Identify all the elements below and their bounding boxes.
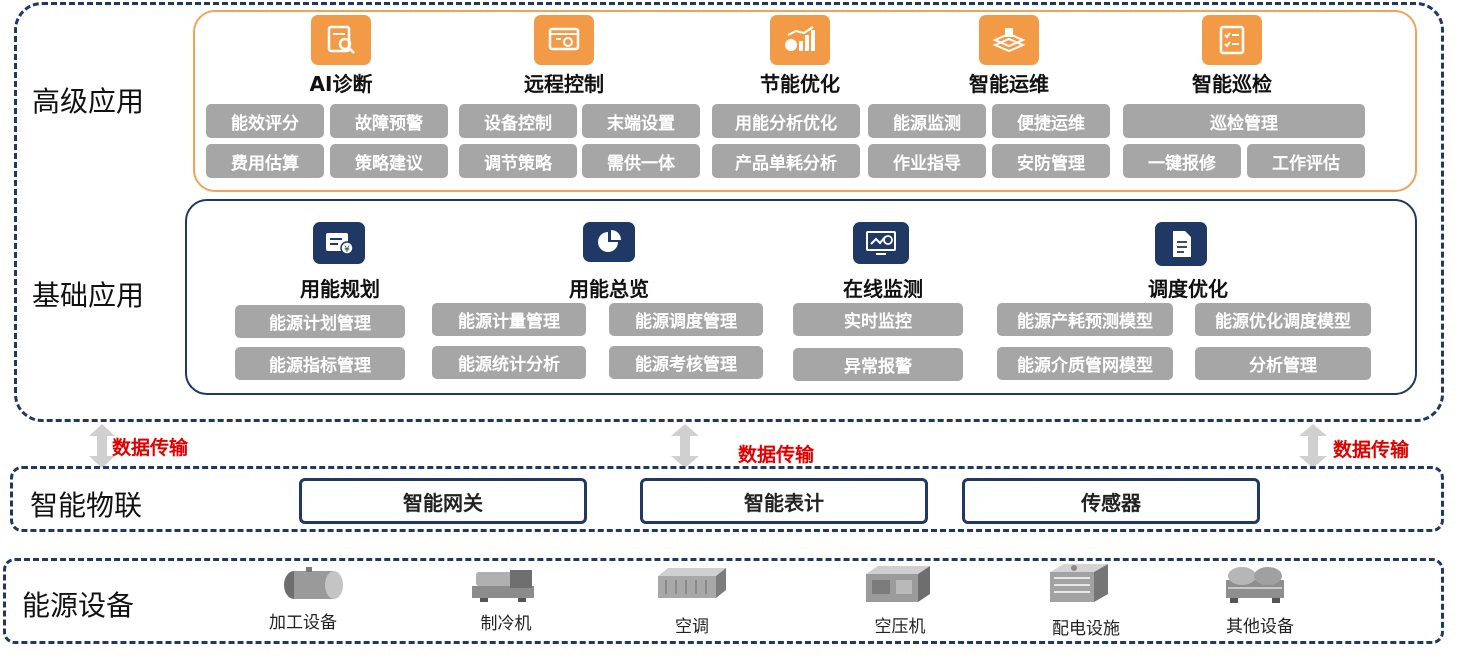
smart-gateway-box[interactable]: 智能网关 <box>299 478 587 524</box>
device-label-air-compressor: 空压机 <box>874 617 926 637</box>
monitor-icon <box>853 222 909 264</box>
data-transfer-arrow-left <box>89 424 115 468</box>
group-title-dispatch-optimization: 调度优化 <box>1148 277 1228 301</box>
other-equipment-icon <box>1226 567 1284 603</box>
device-label-processing: 加工设备 <box>269 613 337 633</box>
data-transfer-arrow-right <box>1299 424 1327 468</box>
item-work-evaluation[interactable]: 工作评估 <box>1247 144 1365 178</box>
item-strategy-advice[interactable]: 策略建议 <box>330 144 448 178</box>
group-title-remote-control: 远程控制 <box>524 72 604 96</box>
device-label-other: 其他设备 <box>1226 617 1294 637</box>
item-efficiency-score[interactable]: 能效评分 <box>206 104 324 138</box>
document-icon <box>1155 222 1207 266</box>
plan-card-icon: ¥ <box>313 222 365 264</box>
item-energy-dispatch-optimization-model[interactable]: 能源优化调度模型 <box>1195 303 1371 336</box>
magnifier-document-icon <box>311 15 371 65</box>
layer-label-basic: 基础应用 <box>32 279 145 312</box>
item-energy-usage-analysis[interactable]: 用能分析优化 <box>712 104 860 138</box>
item-convenient-maintenance[interactable]: 便捷运维 <box>992 104 1110 138</box>
basic-applications-panel <box>185 199 1417 395</box>
device-label-air-conditioner: 空调 <box>675 617 709 637</box>
item-device-control[interactable]: 设备控制 <box>459 104 577 138</box>
item-one-click-repair[interactable]: 一键报修 <box>1123 144 1241 178</box>
air-conditioner-icon <box>658 568 726 598</box>
layer-label-devices: 能源设备 <box>22 589 135 622</box>
advanced-applications-panel <box>193 10 1417 192</box>
item-energy-monitoring[interactable]: 能源监测 <box>868 104 986 138</box>
item-energy-statistics-analysis[interactable]: 能源统计分析 <box>432 346 586 379</box>
data-transfer-arrow-middle <box>671 424 699 468</box>
item-production-consumption-forecast-model[interactable]: 能源产耗预测模型 <box>997 303 1173 336</box>
data-transfer-label-right: 数据传输 <box>1333 439 1410 461</box>
applications-frame <box>14 2 1444 422</box>
layer-label-advanced: 高级应用 <box>32 85 145 118</box>
item-energy-dispatch-management[interactable]: 能源调度管理 <box>609 303 763 336</box>
device-label-power-distribution: 配电设施 <box>1052 619 1120 639</box>
item-inspection-management[interactable]: 巡检管理 <box>1123 104 1365 138</box>
item-supply-demand-integration[interactable]: 需供一体 <box>582 144 700 178</box>
data-transfer-label-middle: 数据传输 <box>738 444 815 466</box>
item-energy-plan-management[interactable]: 能源计划管理 <box>235 305 405 338</box>
chiller-icon <box>472 570 534 602</box>
energy-chart-icon <box>770 15 830 65</box>
smart-meter-box[interactable]: 智能表计 <box>640 478 928 524</box>
item-cost-estimate[interactable]: 费用估算 <box>206 144 324 178</box>
item-energy-indicator-management[interactable]: 能源指标管理 <box>235 347 405 380</box>
item-security-management[interactable]: 安防管理 <box>992 144 1110 178</box>
group-title-smart-maintenance: 智能运维 <box>969 72 1049 96</box>
group-title-energy-overview: 用能总览 <box>569 277 649 301</box>
boiler-icon <box>284 567 343 599</box>
item-energy-metering-management[interactable]: 能源计量管理 <box>432 303 586 336</box>
layer-label-iot: 智能物联 <box>30 489 143 522</box>
item-anomaly-alarm[interactable]: 异常报警 <box>793 348 963 381</box>
sensor-box[interactable]: 传感器 <box>962 478 1260 524</box>
item-terminal-settings[interactable]: 末端设置 <box>582 104 700 138</box>
remote-control-screen-icon <box>534 15 594 65</box>
maintenance-platform-icon <box>979 15 1039 65</box>
group-title-online-monitoring: 在线监测 <box>843 277 923 301</box>
device-label-chiller: 制冷机 <box>480 614 532 634</box>
group-title-ai-diagnosis: AI诊断 <box>309 72 373 96</box>
group-title-energy-optimization: 节能优化 <box>760 72 840 96</box>
devices-layer-frame <box>3 558 1444 644</box>
checklist-icon <box>1202 15 1262 65</box>
item-work-guidance[interactable]: 作业指导 <box>868 144 986 178</box>
item-energy-assessment-management[interactable]: 能源考核管理 <box>609 346 763 379</box>
item-analysis-management[interactable]: 分析管理 <box>1195 347 1371 380</box>
item-regulation-strategy[interactable]: 调节策略 <box>459 144 577 178</box>
group-title-energy-planning: 用能规划 <box>300 277 380 301</box>
group-title-smart-inspection: 智能巡检 <box>1192 72 1272 96</box>
item-energy-medium-pipeline-model[interactable]: 能源介质管网模型 <box>997 347 1173 380</box>
svg-text:¥: ¥ <box>344 245 350 255</box>
pie-chart-icon <box>583 222 635 262</box>
power-distribution-icon <box>1050 564 1108 602</box>
item-fault-warning[interactable]: 故障预警 <box>330 104 448 138</box>
iot-layer-frame <box>10 466 1444 532</box>
air-compressor-icon <box>866 566 930 602</box>
data-transfer-label-left: 数据传输 <box>112 437 189 459</box>
item-realtime-monitoring[interactable]: 实时监控 <box>793 303 963 336</box>
item-unit-consumption-analysis[interactable]: 产品单耗分析 <box>712 144 860 178</box>
